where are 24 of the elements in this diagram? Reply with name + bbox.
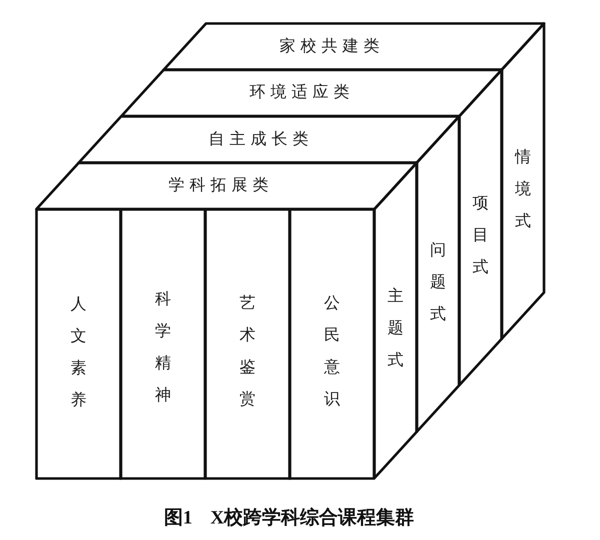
panel-label: 问题式 [430,240,446,325]
top-face-band [162,22,546,71]
column-label: 人文素养 [70,294,86,410]
panel-label: 项目式 [472,194,488,278]
figure-caption: 图1 X校跨学科综合课程集群 [164,508,414,528]
band-label: 学科拓展类 [168,178,274,194]
panel-label: 主题式 [387,286,404,372]
front-face-column [288,208,376,480]
side-face-panel [458,68,503,386]
front-face-column [34,208,122,480]
front-face-column [204,208,291,480]
top-face-band [34,161,418,210]
column-label: 公民意识 [324,294,340,410]
side-face-panel [500,22,546,340]
front-face-column [119,208,206,480]
side-face-panel [372,161,418,480]
band-label: 自主成长类 [208,132,314,148]
column-label: 科学精神 [154,290,171,406]
column-label: 艺术鉴赏 [239,294,256,410]
panel-label: 情境式 [514,148,531,232]
band-label: 环境适应类 [250,85,354,101]
top-face-band [120,68,503,118]
top-face-band [77,114,460,164]
band-label: 家校共建类 [280,39,384,55]
